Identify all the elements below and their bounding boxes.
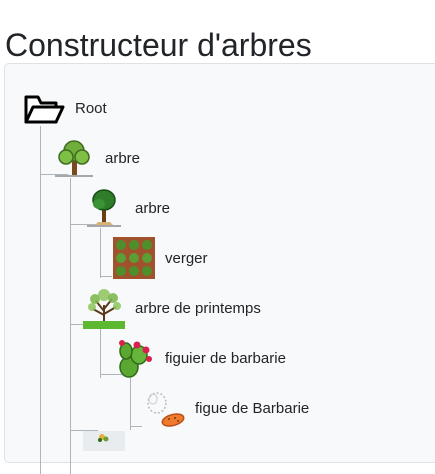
tree-connector-line [70, 430, 98, 431]
tree-node-arbre[interactable]: arbre [83, 185, 170, 231]
tree-node-label: verger [165, 249, 208, 267]
prickly-pear-cactus-icon [113, 337, 155, 379]
tree-connector-line [40, 126, 41, 474]
tree-node-label: Root [75, 99, 107, 117]
tree-connector-line [130, 426, 142, 427]
tree-node-arbre-de-printemps[interactable]: arbre de printemps [83, 285, 261, 331]
tree-node-label: arbre [135, 199, 171, 217]
tree-connector-line [100, 328, 101, 378]
tree-icon [53, 137, 95, 179]
tree-node-figuier-de-barbarie[interactable]: figuier de barbarie [113, 335, 286, 381]
tree-node-figue-de-barbarie[interactable]: figue de Barbarie [143, 385, 309, 431]
tree-node-label: arbre [105, 149, 141, 167]
tree-connector-line [100, 228, 101, 278]
tree-connector-line [100, 276, 112, 277]
tree-node-arbre[interactable]: arbre [53, 135, 140, 181]
page-title: Constructeur d'arbres [5, 27, 312, 64]
tree-node-verger[interactable]: verger [113, 235, 208, 281]
open-folder-icon [23, 87, 65, 129]
tree-connector-line [40, 174, 68, 175]
spring-tree-icon [83, 287, 125, 329]
tree-connector-line [70, 224, 98, 225]
prickly-pear-fruit-icon [143, 387, 185, 429]
orchard-icon [113, 237, 155, 279]
tree-icon [83, 187, 125, 229]
tree-panel: Root arbre arbre [4, 63, 435, 474]
plant-icon [83, 431, 125, 451]
tree-node-label: figuier de barbarie [165, 349, 286, 367]
tree-node-label: figue de Barbarie [195, 399, 310, 417]
tree-connector-line [130, 378, 131, 430]
tree-node-label: arbre de printemps [135, 299, 261, 317]
tree-node-root[interactable]: Root [23, 85, 107, 131]
tree-connector-line [100, 374, 128, 375]
tree-node-partial[interactable] [83, 431, 135, 451]
tree-connector-line [70, 178, 71, 474]
